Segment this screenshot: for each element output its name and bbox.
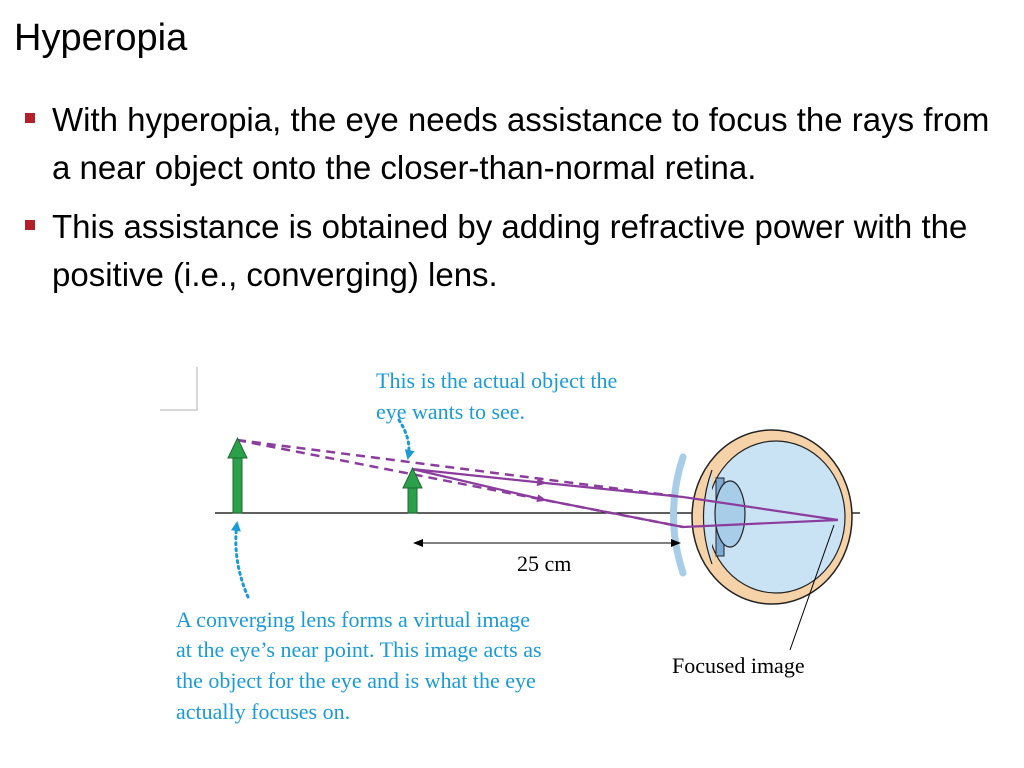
slide-title: Hyperopia (14, 17, 188, 59)
corner-bracket (160, 367, 198, 411)
bullet-item: This assistance is obtained by adding re… (18, 203, 998, 299)
callout-bottom-line: at the eye’s near point. This image acts… (176, 637, 542, 662)
callout-top-line: eye wants to see. (376, 399, 525, 424)
callout-bottom-pointer (230, 521, 250, 599)
bullet-list: With hyperopia, the eye needs assistance… (18, 96, 998, 310)
callout-bottom-line: A converging lens forms a virtual image (176, 607, 530, 632)
real-object-arrow-icon (402, 466, 423, 514)
ray-lower-continue (544, 498, 684, 529)
eye-lens (714, 480, 746, 548)
distance-label: 25 cm (517, 551, 571, 576)
square-bullet-icon (25, 220, 35, 230)
callout-bottom-line: the object for the eye and is what the e… (176, 668, 536, 693)
ray-lower-eye (682, 518, 839, 529)
bullet-item: With hyperopia, the eye needs assistance… (18, 96, 998, 192)
ray-upper-continue (544, 481, 684, 499)
virtual-image-arrow-icon (227, 436, 248, 514)
bullet-text: With hyperopia, the eye needs assistance… (52, 101, 990, 186)
ray-upper-eye (682, 495, 839, 522)
focus-leader-line (789, 524, 835, 651)
square-bullet-icon (25, 113, 35, 123)
callout-top-line: This is the actual object the (376, 368, 617, 393)
bullet-text: This assistance is obtained by adding re… (52, 208, 968, 293)
focused-image-label: Focused image (672, 653, 805, 678)
ray-upper-segment (411, 467, 547, 487)
callout-top-text: This is the actual object the eye wants … (376, 368, 623, 424)
converging-lens (670, 453, 687, 577)
dashed-ray-upper (236, 438, 684, 499)
callout-bottom-text: A converging lens forms a virtual image … (176, 607, 547, 724)
callout-top-pointer (397, 418, 415, 460)
ray-lower-segment (411, 467, 547, 503)
cornea (702, 469, 713, 565)
callout-bottom-line: actually focuses on. (176, 699, 350, 724)
eye (691, 429, 853, 605)
